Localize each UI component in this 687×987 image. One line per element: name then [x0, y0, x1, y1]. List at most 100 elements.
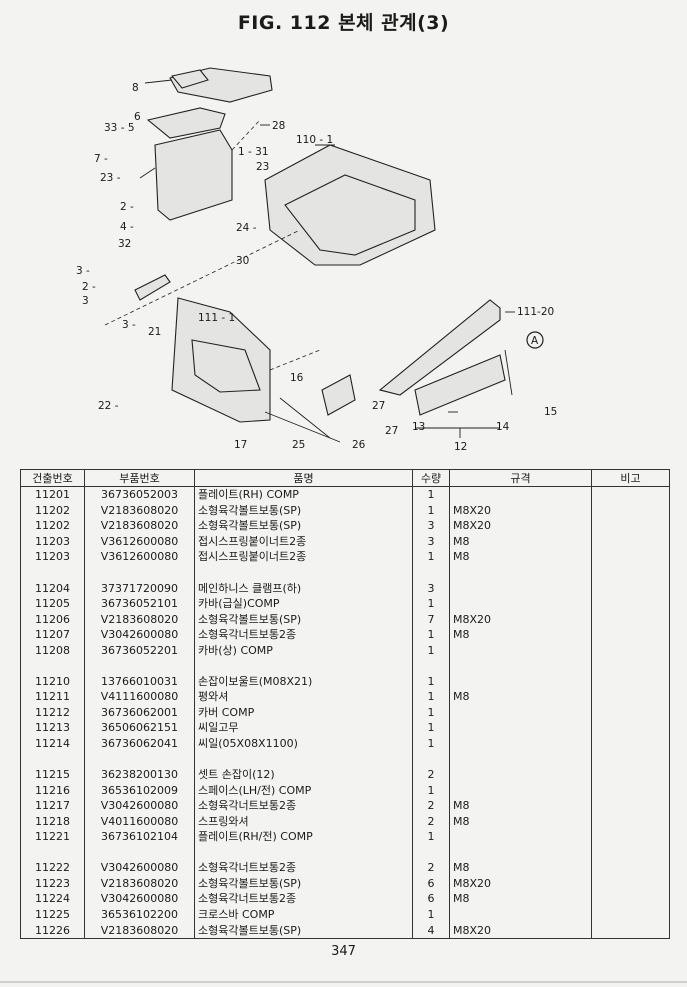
spec-cell — [449, 704, 592, 721]
label-33-5: 33 - 5 — [104, 122, 135, 134]
quantity-cell: 1 — [412, 704, 450, 721]
ref-no-cell: 11204 — [20, 580, 85, 596]
part-name-cell: 소형육각볼트보통(SP) — [194, 922, 413, 939]
label-2-b: 2 - — [82, 281, 96, 293]
part-name-cell: 접시스프링붙이너트2종 — [194, 533, 413, 550]
ref-no-cell: 11202 — [20, 502, 85, 519]
part-name-cell: 메인하니스 클램프(하) — [194, 580, 413, 596]
remarks-cell — [591, 689, 670, 705]
label-8: 8 — [132, 82, 139, 94]
remarks-cell — [591, 533, 670, 550]
table-row — [20, 844, 670, 861]
label-a: A — [531, 335, 539, 347]
part-name-cell: 소형육각너트보통2종 — [194, 891, 413, 907]
part-no-cell: V3042600080 — [84, 626, 195, 643]
part-no-cell: 36736062041 — [84, 735, 195, 752]
quantity-cell: 4 — [412, 922, 450, 939]
remarks-cell — [591, 906, 670, 923]
part-no-cell: 36536102009 — [84, 782, 195, 798]
part-name-cell: 소형육각너트보통2종 — [194, 797, 413, 814]
remarks-cell — [591, 860, 670, 876]
ref-no-cell: 11207 — [20, 626, 85, 643]
remarks-cell — [591, 720, 670, 736]
ref-no-cell: 11201 — [20, 486, 85, 503]
quantity-cell: 3 — [412, 533, 450, 550]
label-13: 13 — [412, 421, 425, 433]
label-3-a: 3 - — [76, 265, 90, 277]
part-no-cell: 36736052003 — [84, 486, 195, 503]
part-no-cell: V4011600080 — [84, 813, 195, 830]
quantity-cell: 1 — [412, 782, 450, 798]
ref-no-cell: 11203 — [20, 549, 85, 565]
side-cover-upper — [154, 129, 233, 221]
quantity-cell: 1 — [412, 720, 450, 736]
part-no-cell: 36736102104 — [84, 829, 195, 845]
label-32: 32 — [118, 238, 131, 250]
spec-cell — [449, 829, 592, 845]
spec-cell: M8X20 — [449, 502, 592, 519]
label-23-b: 23 - — [100, 172, 121, 184]
remarks-cell — [591, 922, 670, 939]
part-name-cell: 소형육각볼트보통(SP) — [194, 611, 413, 627]
part-no-cell: 36506062151 — [84, 720, 195, 736]
main-frame-inner — [284, 174, 416, 256]
spec-cell — [449, 642, 592, 659]
part-no-cell: V2183608020 — [84, 875, 195, 892]
header-quantity: 수량 — [412, 469, 450, 487]
quantity-cell: 7 — [412, 611, 450, 627]
part-name-cell: 카바(상) COMP — [194, 642, 413, 659]
remarks-cell — [591, 564, 670, 581]
label-111-1: 111 - 1 — [198, 312, 235, 324]
quantity-cell — [412, 751, 450, 767]
remarks-cell — [591, 580, 670, 596]
remarks-cell — [591, 782, 670, 798]
spec-cell — [449, 564, 592, 581]
label-30: 30 — [236, 255, 249, 267]
part-no-cell: V3042600080 — [84, 860, 195, 876]
quantity-cell: 3 — [412, 580, 450, 596]
ref-no-cell: 11212 — [20, 704, 85, 721]
spec-cell — [449, 658, 592, 674]
right-rail — [378, 299, 501, 396]
left-bracket — [134, 274, 171, 301]
part-no-cell: 36736052101 — [84, 595, 195, 612]
spec-cell: M8 — [449, 813, 592, 830]
scan-edge — [0, 981, 687, 983]
label-4: 4 - — [120, 221, 134, 233]
figure-title: FIG. 112 본체 관계(3) — [237, 12, 450, 34]
part-no-cell: V2183608020 — [84, 611, 195, 627]
ref-no-cell: 11213 — [20, 720, 85, 736]
ref-no-cell — [20, 658, 85, 674]
ref-no-cell: 11210 — [20, 673, 85, 690]
ref-no-cell: 11214 — [20, 735, 85, 752]
part-name-cell: 셋트 손잡이(12) — [194, 766, 413, 783]
remarks-cell — [591, 518, 670, 534]
part-name-cell: 씨일고무 — [194, 720, 413, 736]
quantity-cell: 3 — [412, 518, 450, 534]
ref-no-cell: 11208 — [20, 642, 85, 659]
remarks-cell — [591, 642, 670, 659]
part-no-cell: V3042600080 — [84, 891, 195, 907]
ref-no-cell: 11217 — [20, 797, 85, 814]
part-name-cell: 스프링와셔 — [194, 813, 413, 830]
label-22: 22 - — [98, 400, 119, 412]
part-name-cell: 카버 COMP — [194, 704, 413, 721]
label-6: 6 — [134, 111, 141, 123]
part-name-cell: 소형육각너트보통2종 — [194, 626, 413, 643]
label-28: 28 — [272, 120, 285, 132]
part-no-cell: 13766010031 — [84, 673, 195, 690]
part-no-cell: 36238200130 — [84, 766, 195, 783]
remarks-cell — [591, 658, 670, 674]
ref-no-cell: 11202 — [20, 518, 85, 534]
spacer — [321, 374, 356, 416]
part-no-cell: 36536102200 — [84, 906, 195, 923]
part-no-cell: V4111600080 — [84, 689, 195, 705]
label-2-a: 2 - — [120, 201, 134, 213]
quantity-cell: 2 — [412, 860, 450, 876]
